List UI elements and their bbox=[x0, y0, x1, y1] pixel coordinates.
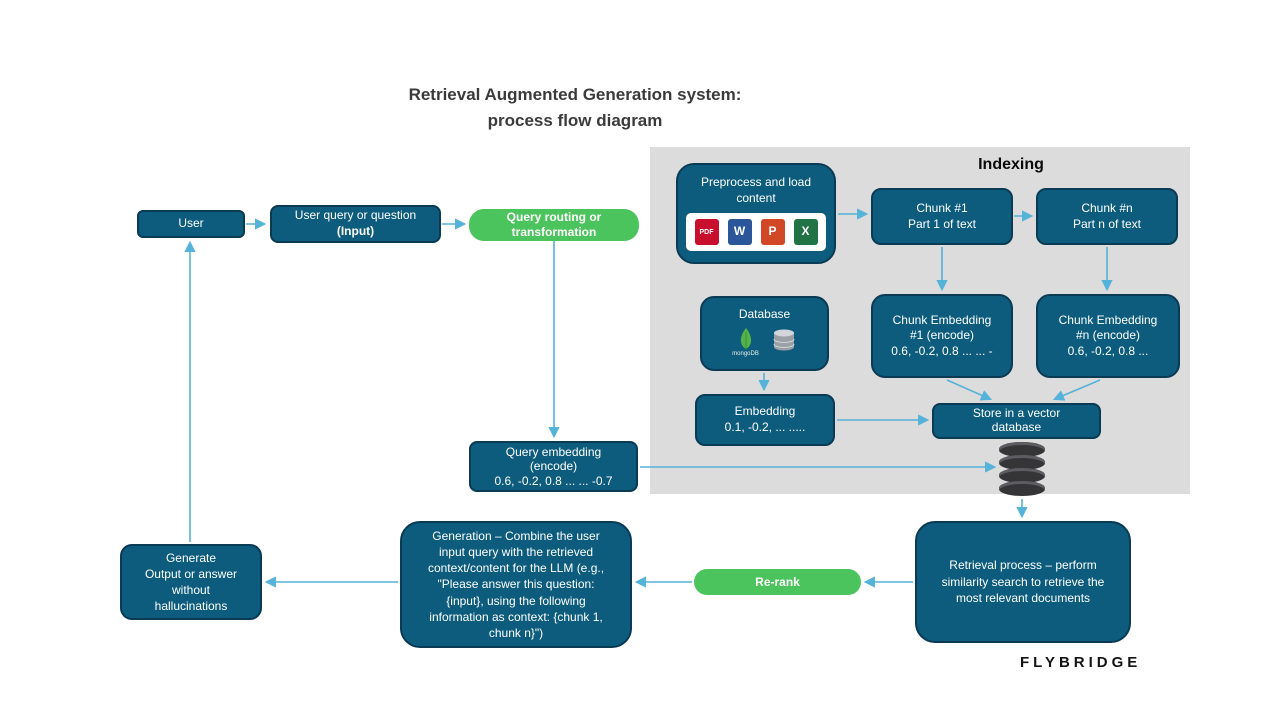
node-line: Retrieval process – perform bbox=[949, 557, 1097, 572]
node-line: without bbox=[171, 583, 211, 597]
node-line: User query or question bbox=[294, 208, 417, 223]
node-line: {input}, using the following bbox=[446, 593, 586, 608]
node-retrieval: Retrieval process – perform similarity s… bbox=[915, 521, 1131, 643]
node-line: Generation – Combine the user bbox=[432, 528, 600, 543]
node-database-label: Database bbox=[738, 307, 791, 321]
node-query-routing: Query routing or transformation bbox=[469, 209, 639, 241]
db-disk bbox=[999, 442, 1045, 457]
node-user-query: User query or question (Input) bbox=[270, 205, 441, 243]
node-line: transformation bbox=[511, 225, 597, 239]
powerpoint-icon-label: P bbox=[768, 224, 777, 239]
node-line: information as context: {chunk 1, bbox=[429, 609, 603, 624]
node-database: Database mongoDB bbox=[700, 296, 829, 371]
flybridge-logo: FLYBRIDGE bbox=[1020, 654, 1142, 671]
node-user: User bbox=[137, 210, 245, 238]
node-line: #n (encode) bbox=[1075, 328, 1141, 343]
node-embedding: Embedding 0.1, -0.2, ... ..... bbox=[695, 394, 835, 446]
node-query-embedding: Query embedding (encode) 0.6, -0.2, 0.8 … bbox=[469, 441, 638, 492]
node-line: Query embedding bbox=[505, 444, 602, 459]
excel-icon-label: X bbox=[801, 224, 810, 239]
title-line-1: Retrieval Augmented Generation system: bbox=[408, 85, 742, 104]
node-line: (encode) bbox=[529, 459, 578, 474]
node-chunk-n: Chunk #n Part n of text bbox=[1036, 188, 1178, 245]
node-chunk-embedding-1: Chunk Embedding #1 (encode) 0.6, -0.2, 0… bbox=[871, 294, 1013, 378]
node-line: Chunk Embedding bbox=[1058, 312, 1158, 327]
node-line: Chunk #1 bbox=[916, 200, 968, 215]
node-rerank: Re-rank bbox=[694, 569, 861, 595]
page-title: Retrieval Augmented Generation system: p… bbox=[330, 82, 820, 133]
database-icons: mongoDB bbox=[732, 327, 797, 359]
node-line: Query routing or bbox=[506, 210, 602, 224]
mongodb-leaf-icon bbox=[740, 327, 751, 350]
db-disk bbox=[999, 481, 1045, 496]
node-line: Store in a vector bbox=[972, 406, 1061, 421]
pdf-icon: PDF bbox=[694, 219, 719, 246]
mongodb-label: mongoDB bbox=[732, 350, 759, 357]
node-chunk-1: Chunk #1 Part 1 of text bbox=[871, 188, 1013, 245]
powerpoint-icon: P bbox=[760, 219, 785, 246]
node-line: (Input) bbox=[336, 224, 375, 238]
node-line: Preprocess and load bbox=[700, 175, 812, 189]
node-line: "Please answer this question: bbox=[437, 577, 595, 592]
node-line: database bbox=[991, 420, 1042, 434]
node-line: hallucinations bbox=[154, 599, 228, 614]
node-line: context/content for the LLM (e.g., bbox=[427, 561, 605, 576]
db-disk bbox=[999, 455, 1045, 470]
node-line: input query with the retrieved bbox=[438, 545, 594, 560]
node-line: Embedding bbox=[734, 404, 796, 419]
file-icons-strip: PDF W P X bbox=[686, 213, 826, 252]
node-generate-output: Generate Output or answer without halluc… bbox=[120, 544, 262, 620]
arrow-embeddingn-to-store bbox=[1052, 379, 1101, 401]
indexing-label: Indexing bbox=[978, 156, 1044, 173]
node-line: 0.1, -0.2, ... ..... bbox=[724, 420, 806, 434]
node-store-vector: Store in a vector database bbox=[932, 403, 1101, 439]
vector-database-icon bbox=[999, 442, 1045, 496]
node-chunk-embedding-n: Chunk Embedding #n (encode) 0.6, -0.2, 0… bbox=[1036, 294, 1180, 378]
node-line: 0.6, -0.2, 0.8 ... ... -0.7 bbox=[494, 473, 613, 488]
word-icon: W bbox=[727, 219, 752, 246]
node-line: 0.6, -0.2, 0.8 ... ... - bbox=[891, 343, 993, 358]
node-generation: Generation – Combine the user input quer… bbox=[400, 521, 632, 648]
node-user-label: User bbox=[178, 216, 204, 231]
node-line: Generate bbox=[165, 550, 217, 565]
node-line: 0.6, -0.2, 0.8 ... bbox=[1067, 343, 1149, 358]
node-line: #1 (encode) bbox=[909, 328, 975, 343]
db-disk bbox=[999, 468, 1045, 483]
node-rerank-label: Re-rank bbox=[755, 574, 800, 589]
node-line: similarity search to retrieve the bbox=[941, 574, 1105, 589]
node-line: Output or answer bbox=[144, 566, 238, 581]
node-line: chunk n}") bbox=[488, 625, 544, 640]
excel-icon: X bbox=[793, 219, 818, 246]
arrow-embedding1-to-store bbox=[946, 379, 993, 401]
node-line: Chunk Embedding bbox=[892, 312, 992, 327]
node-line: Part 1 of text bbox=[907, 216, 977, 231]
title-line-2: process flow diagram bbox=[487, 110, 663, 130]
node-line: most relevant documents bbox=[955, 591, 1091, 606]
sql-database-icon bbox=[773, 329, 795, 351]
node-preprocess: Preprocess and load content PDF W P X bbox=[676, 163, 836, 264]
node-line: content bbox=[736, 190, 776, 205]
mongodb-icon: mongoDB bbox=[732, 327, 759, 359]
node-line: Chunk #n bbox=[1081, 200, 1133, 215]
pdf-icon-label: PDF bbox=[699, 228, 714, 236]
word-icon-label: W bbox=[733, 224, 746, 239]
node-line: Part n of text bbox=[1072, 216, 1142, 231]
